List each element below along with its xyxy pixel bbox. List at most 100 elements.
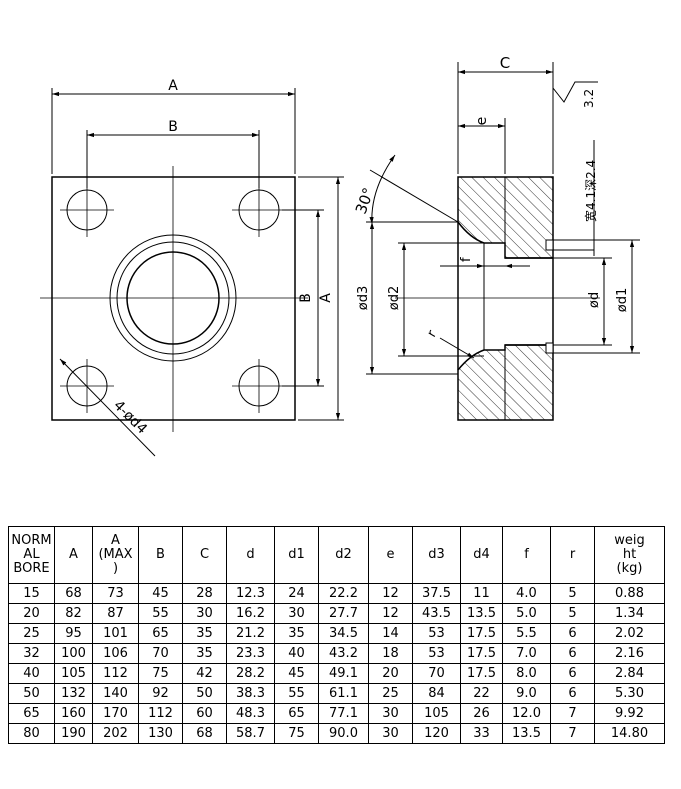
roughness-symbol (552, 81, 598, 103)
table-cell: 25 (368, 683, 413, 704)
table-cell: 160 (54, 703, 93, 724)
table-cell: 42 (182, 663, 227, 684)
roughness-value: 3.2 (582, 89, 596, 108)
table-cell: 35 (274, 623, 319, 644)
dim-a-vertical-label: A (318, 293, 334, 303)
table-cell: 50 (8, 683, 55, 704)
table-cell: 38.3 (226, 683, 275, 704)
table-cell: 12.0 (502, 703, 551, 724)
table-cell: 40 (274, 643, 319, 664)
table-cell: 18 (368, 643, 413, 664)
table-cell: 5.0 (502, 603, 551, 624)
table-cell: 17.5 (460, 643, 503, 664)
table-cell: 2.84 (594, 663, 665, 684)
flange-outline (51, 176, 296, 421)
table-cell: 9.0 (502, 683, 551, 704)
dim-e-label: e (474, 117, 490, 126)
table-cell: 30 (182, 603, 227, 624)
table-cell: 5.30 (594, 683, 665, 704)
table-cell: 27.7 (318, 603, 369, 624)
table-cell: 23.3 (226, 643, 275, 664)
table-cell: 202 (92, 723, 139, 744)
table-cell: 7.0 (502, 643, 551, 664)
table-cell: 30 (368, 703, 413, 724)
table-cell: 14.80 (594, 723, 665, 744)
table-cell: 170 (92, 703, 139, 724)
table-cell: 82 (54, 603, 93, 624)
table-cell: 60 (182, 703, 227, 724)
table-cell: 84 (412, 683, 461, 704)
table-cell: 5.5 (502, 623, 551, 644)
table-cell: 11 (460, 583, 503, 604)
table-cell: 26 (460, 703, 503, 724)
table-cell: 49.1 (318, 663, 369, 684)
table-cell: 24 (274, 583, 319, 604)
header-c: C (182, 526, 227, 584)
header-a: A (54, 526, 93, 584)
o-ring-groove-bottom (545, 342, 554, 354)
table-cell: 25 (8, 623, 55, 644)
table-cell: 40 (8, 663, 55, 684)
table-cell: 130 (138, 723, 183, 744)
table-cell: 55 (274, 683, 319, 704)
table-cell: 12.3 (226, 583, 275, 604)
dim-b-vertical-label: B (298, 293, 314, 303)
table-cell: 77.1 (318, 703, 369, 724)
table-cell: 12 (368, 603, 413, 624)
table-cell: 92 (138, 683, 183, 704)
groove-note: 宽4.1深2.4 (583, 160, 598, 222)
table-cell: 7 (550, 723, 595, 744)
table-cell: 68 (54, 583, 93, 604)
table-cell: 75 (138, 663, 183, 684)
table-cell: 28 (182, 583, 227, 604)
dim-d-label: ød (587, 292, 602, 308)
table-cell: 65 (138, 623, 183, 644)
chamfer-angle-label: 30° (352, 185, 378, 216)
table-cell: 45 (274, 663, 319, 684)
table-cell: 70 (138, 643, 183, 664)
table-cell: 87 (92, 603, 139, 624)
header-d2: d2 (318, 526, 369, 584)
bore-middle-ring (116, 241, 230, 355)
table-cell: 2.16 (594, 643, 665, 664)
table-cell: 28.2 (226, 663, 275, 684)
header-d3: d3 (412, 526, 461, 584)
table-cell: 17.5 (460, 623, 503, 644)
table-cell: 43.2 (318, 643, 369, 664)
table-cell: 65 (8, 703, 55, 724)
table-cell: 0.88 (594, 583, 665, 604)
table-cell: 21.2 (226, 623, 275, 644)
header-a-max: A (MAX ) (92, 526, 139, 584)
table-cell: 65 (274, 703, 319, 724)
table-cell: 105 (412, 703, 461, 724)
table-cell: 45 (138, 583, 183, 604)
dim-r-label: r (424, 327, 440, 340)
table-cell: 16.2 (226, 603, 275, 624)
o-ring-groove-top (545, 239, 554, 251)
table-cell: 15 (8, 583, 55, 604)
table-cell: 132 (54, 683, 93, 704)
table-cell: 120 (412, 723, 461, 744)
table-cell: 68 (182, 723, 227, 744)
header-d1: d1 (274, 526, 319, 584)
dimension-table: NORM AL BORE A A (MAX ) B C d d1 d2 e d3… (8, 526, 665, 744)
table-cell: 17.5 (460, 663, 503, 684)
table-cell: 20 (368, 663, 413, 684)
table-cell: 101 (92, 623, 139, 644)
dim-d1-label: ød1 (615, 288, 630, 312)
table-cell: 80 (8, 723, 55, 744)
table-cell: 37.5 (412, 583, 461, 604)
header-nominal-bore: NORM AL BORE (8, 526, 55, 584)
table-cell: 4.0 (502, 583, 551, 604)
bore-outer-ring (109, 234, 237, 362)
table-cell: 100 (54, 643, 93, 664)
table-cell: 12 (368, 583, 413, 604)
table-cell: 95 (54, 623, 93, 644)
table-cell: 22.2 (318, 583, 369, 604)
table-cell: 105 (54, 663, 93, 684)
table-cell: 14 (368, 623, 413, 644)
